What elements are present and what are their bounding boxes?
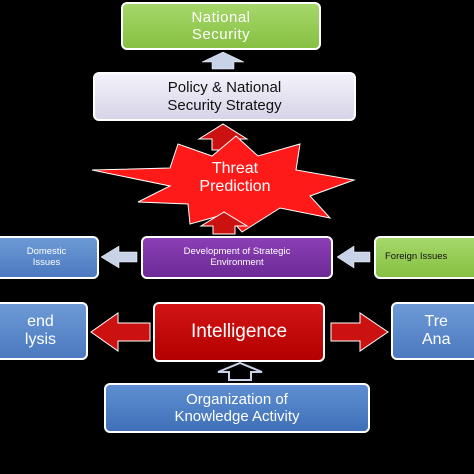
domestic-issues-label: Domestic Issues <box>26 245 67 268</box>
trend-analysis-right-box: Tre Ana <box>391 302 474 360</box>
foreign-issues-box: Foreign Issues <box>374 236 474 279</box>
arrow-policy-to-security <box>201 51 245 70</box>
arrow-development-to-threat <box>199 211 249 235</box>
arrow-development-to-domestic <box>100 245 138 269</box>
knowledge-activity-box: Organization of Knowledge Activity <box>104 383 370 433</box>
intelligence-label: Intelligence <box>190 321 288 343</box>
national-security-box: National Security <box>121 2 321 50</box>
arrow-foreign-to-development <box>336 245 371 269</box>
knowledge-activity-label: Organization of Knowledge Activity <box>174 390 300 425</box>
strategic-environment-box: Development of Strategic Environment <box>141 236 333 279</box>
trend-analysis-right-label: Tre Ana <box>422 312 451 348</box>
threat-prediction-label: Threat Prediction <box>199 160 271 196</box>
national-security-label: National Security <box>191 8 251 43</box>
policy-strategy-box: Policy & National Security Strategy <box>93 72 356 121</box>
domestic-issues-box: Domestic Issues <box>0 236 99 279</box>
strategic-environment-label: Development of Strategic Environment <box>183 245 291 268</box>
arrow-intelligence-to-trend-right <box>330 312 389 352</box>
policy-strategy-label: Policy & National Security Strategy <box>167 79 282 114</box>
arrow-intelligence-to-trend-left <box>90 312 151 352</box>
foreign-issues-label: Foreign Issues <box>385 251 448 263</box>
trend-analysis-left-box: end lysis <box>0 302 88 360</box>
intelligence-box: Intelligence <box>153 302 325 362</box>
trend-analysis-left-label: end lysis <box>24 312 56 348</box>
arrow-knowledge-to-intelligence <box>217 361 263 381</box>
